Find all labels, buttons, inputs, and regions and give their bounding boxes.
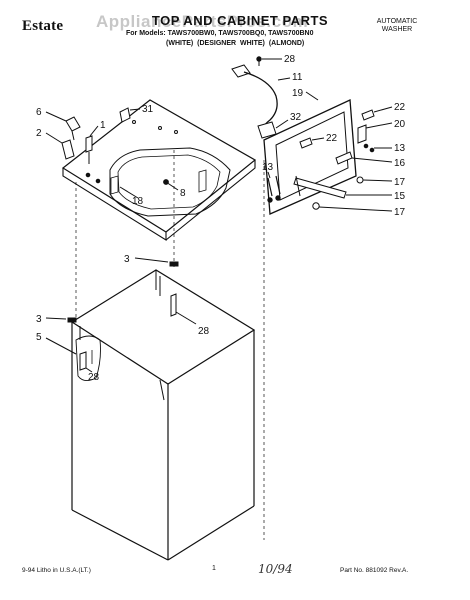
lid-assembly-part-19	[263, 91, 357, 215]
alignment-dashes	[75, 150, 265, 540]
hinge-pin-part-17-upper	[356, 176, 393, 184]
callout-3-upper: 3	[124, 254, 130, 265]
screw-part-3-lower	[45, 317, 77, 323]
callout-17-upper: 17	[394, 177, 406, 188]
category-line-2: WASHER	[381, 26, 413, 33]
leader-part-5	[45, 337, 77, 355]
callout-31: 31	[142, 104, 154, 115]
product-category: AUTOMATIC WASHER	[362, 18, 432, 34]
callout-28-cabinet: 28	[198, 326, 210, 337]
callout-20: 20	[394, 119, 406, 130]
model-numbers: For Models: TAWS700BW0, TAWS700BQ0, TAWS…	[126, 30, 314, 37]
model-color-variants: (WHITE) (DESIGNER WHITE) (ALMOND)	[166, 40, 305, 47]
lid-bumper-part-22-lower	[299, 137, 325, 149]
hinge-part-16	[335, 151, 393, 165]
callout-18: 18	[132, 196, 144, 207]
hinge-pin-part-17-lower	[312, 202, 393, 212]
screw-part-28-cabinet	[170, 293, 197, 325]
screw-part-3-upper	[134, 257, 179, 267]
callout-2: 2	[36, 128, 42, 139]
screws-part-13-left	[267, 171, 281, 203]
bracket-part-2	[45, 132, 75, 160]
hinge-part-15	[293, 175, 392, 199]
screw-part-1	[85, 125, 99, 164]
callout-11: 11	[292, 72, 303, 83]
screw-part-28-top	[256, 56, 282, 66]
callout-32: 32	[290, 112, 302, 123]
callout-15: 15	[394, 191, 406, 202]
lid-bumper-part-22-upper	[361, 106, 393, 121]
screw-part-28-inner	[79, 351, 93, 373]
callout-16: 16	[394, 158, 406, 169]
handwritten-date: 10/94	[258, 562, 293, 576]
watermark-text: AppliancePartsPros.com	[96, 12, 309, 31]
lid-switch-harness-part-11	[231, 64, 291, 139]
part-number: Part No. 881092 Rev.A.	[340, 567, 409, 574]
callout-19: 19	[292, 88, 304, 99]
callout-28-top: 28	[284, 54, 296, 65]
switch-part-32	[275, 119, 289, 129]
print-info: 9-94 Litho in U.S.A.(LT.)	[22, 567, 91, 574]
lid-handle-part-20	[357, 122, 393, 144]
callout-13-left: 13	[262, 162, 274, 173]
callout-8: 8	[180, 188, 186, 199]
screw-part-8	[163, 179, 179, 191]
clip-part-31	[119, 107, 141, 123]
callout-6: 6	[36, 107, 42, 118]
page-title: TOP AND CABINET PARTS	[151, 13, 329, 28]
callout-28-inner: 28	[88, 372, 100, 383]
page-number: 1	[212, 565, 216, 572]
screws-part-13-right	[363, 143, 392, 153]
category-line-1: AUTOMATIC	[376, 18, 418, 25]
callout-1: 1	[100, 120, 106, 131]
callout-5: 5	[36, 332, 42, 343]
callout-3-lower: 3	[36, 314, 42, 325]
hinge-clip-part-6	[45, 111, 81, 141]
brand-logo: Estate	[22, 18, 64, 34]
washer-top-panel	[61, 99, 257, 241]
callout-22-inner: 22	[326, 133, 338, 144]
callout-22-right: 22	[394, 102, 406, 113]
callout-17-lower: 17	[394, 207, 406, 218]
leader-18	[119, 186, 139, 199]
cabinet-part-5	[70, 269, 256, 561]
callout-13-right: 13	[394, 143, 406, 154]
